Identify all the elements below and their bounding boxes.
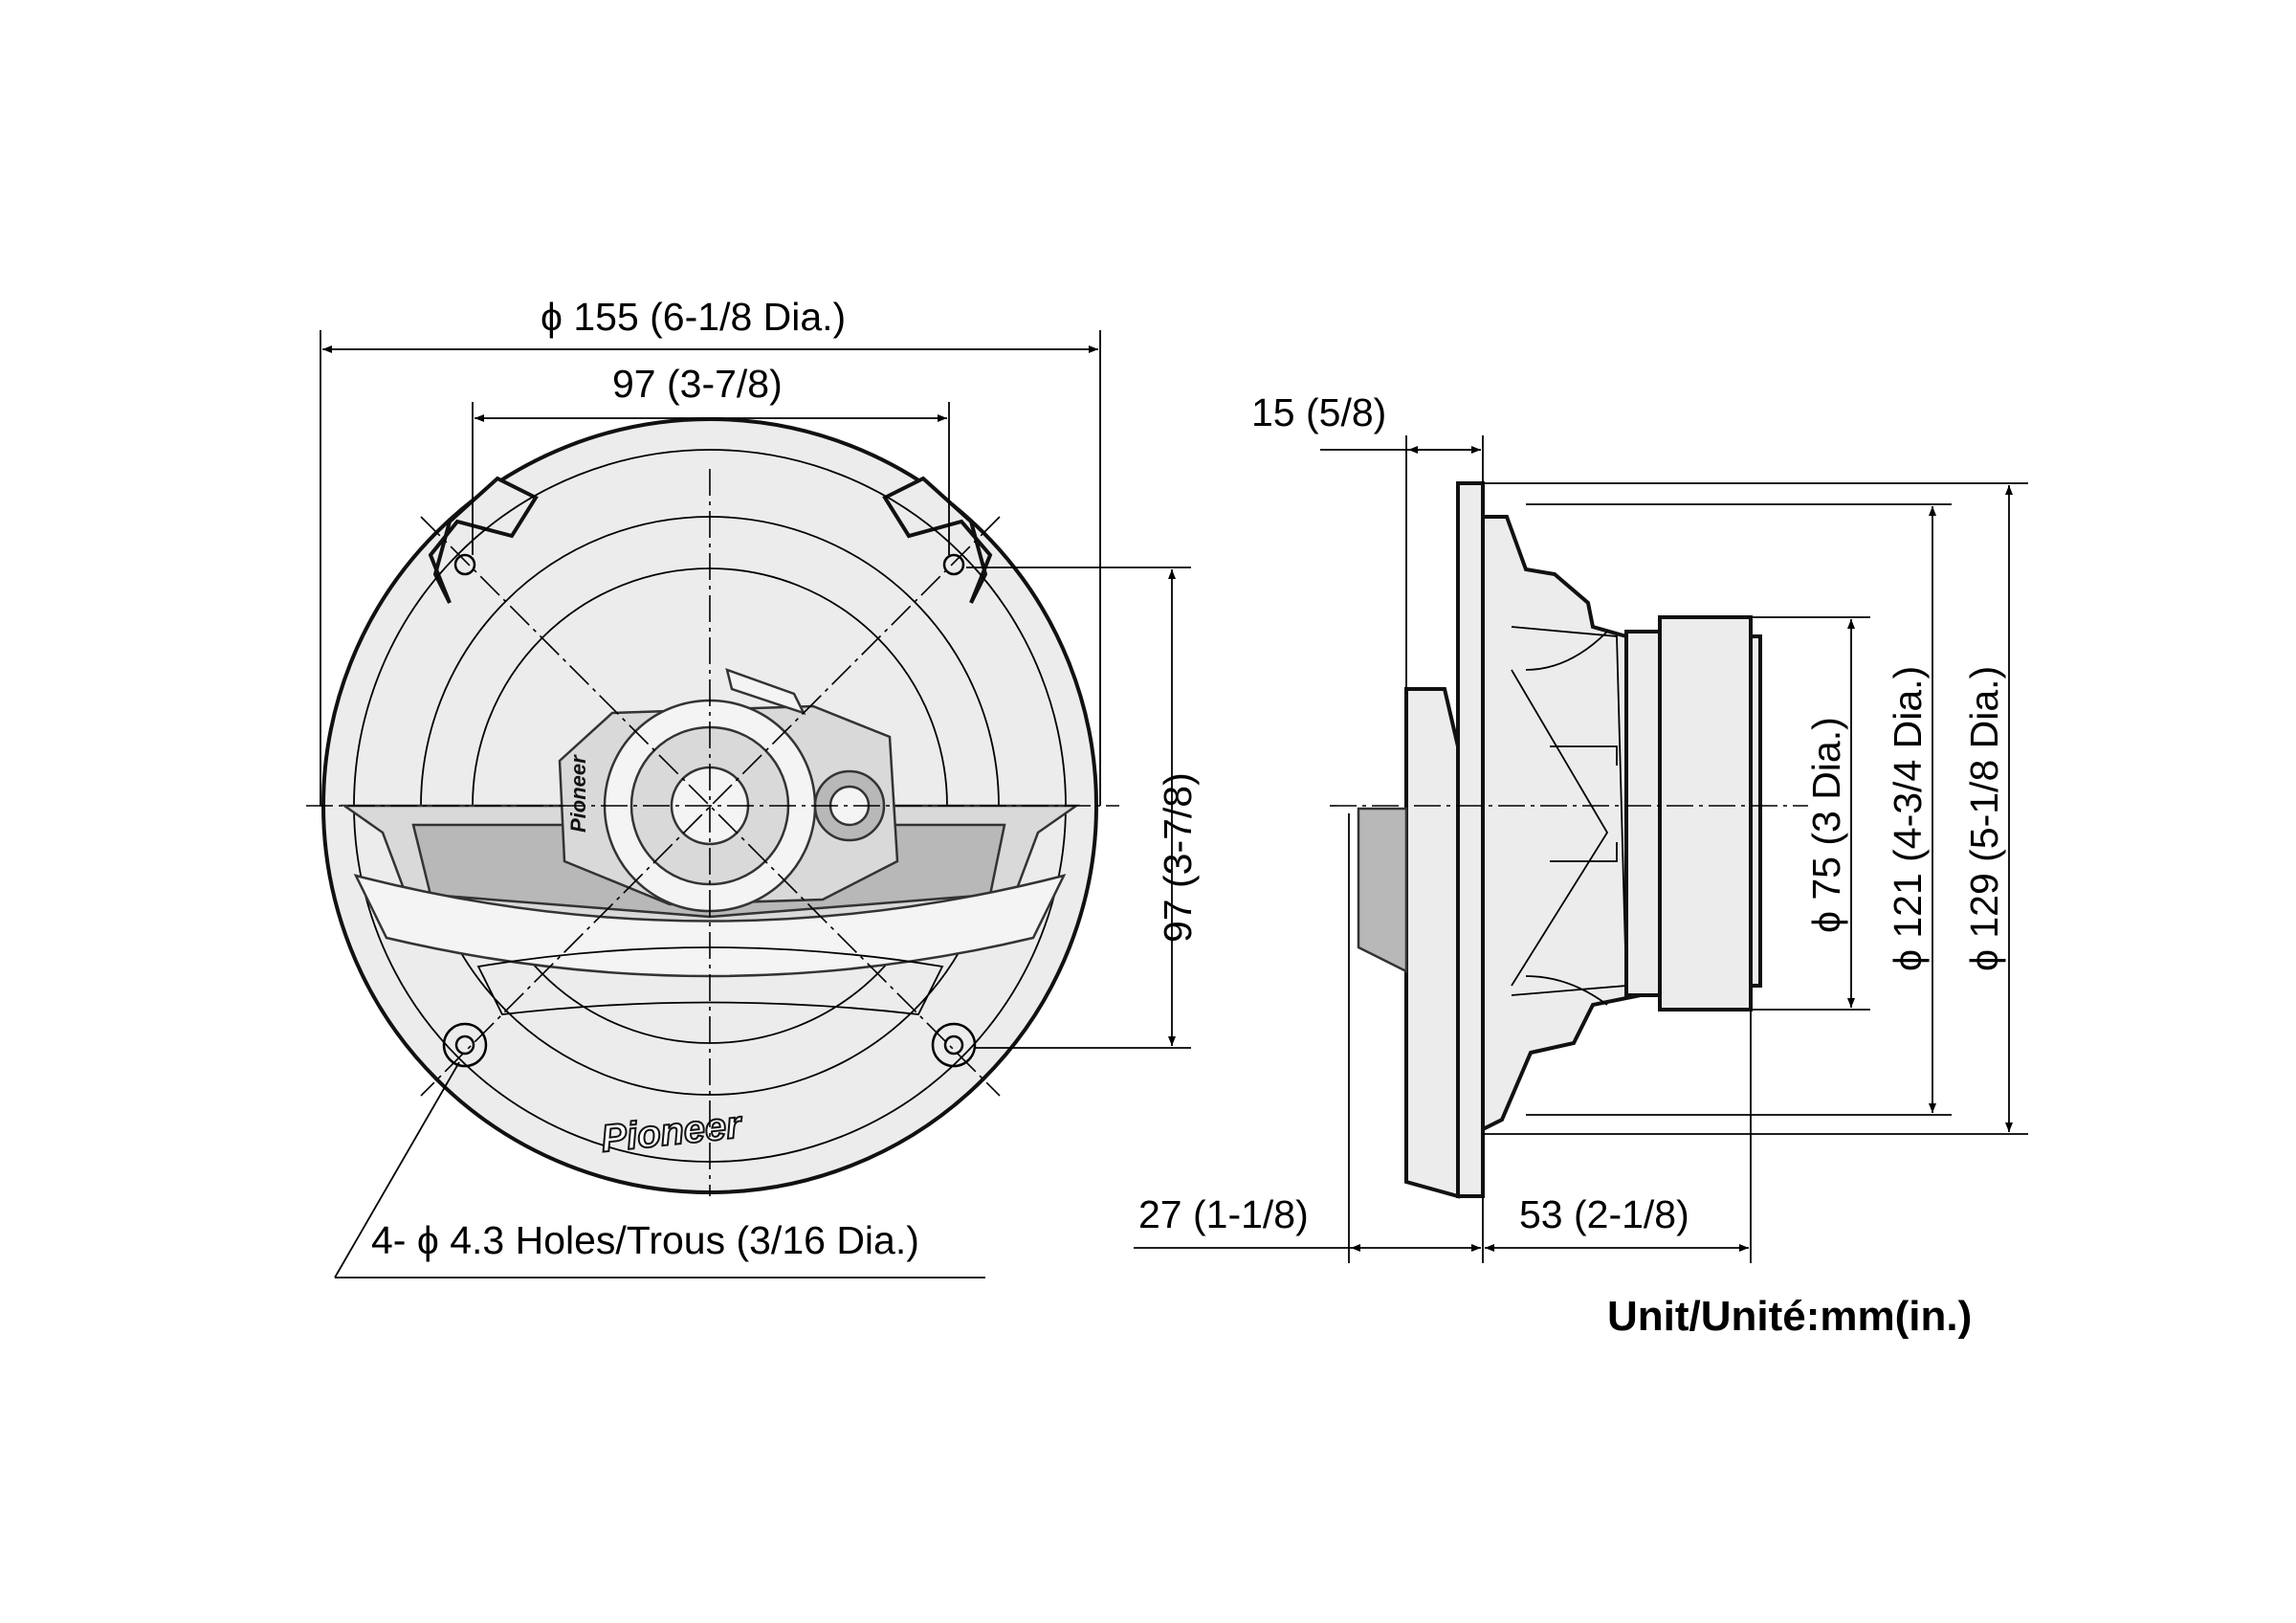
tweeter-logo-text: Pioneer xyxy=(566,754,590,833)
unit-note: Unit/Unité:mm(in.) xyxy=(1607,1293,1972,1340)
side-basket xyxy=(1481,515,1644,1133)
dim-label-holes: 4- ϕ 4.3 Holes/Trous (3/16 Dia.) xyxy=(371,1218,919,1262)
dim-label-front-depth: 27 (1-1/8) xyxy=(1138,1192,1309,1236)
dim-label-frame: ϕ 129 (5-1/8 Dia.) xyxy=(1962,666,2006,971)
dim-label-outer-diameter: ϕ 155 (6-1/8 Dia.) xyxy=(541,295,846,339)
side-magnet xyxy=(1658,615,1753,1012)
side-terminal-top xyxy=(1550,745,1618,766)
mount-hole-right xyxy=(931,1022,977,1068)
front-centerline-diag-1 xyxy=(420,516,1001,1097)
side-view: 15 (5/8) 27 (1-1/8) 53 (2-1/8) ϕ 75 (3 D… xyxy=(1134,390,2028,1263)
grille-arch-2 xyxy=(476,946,944,1015)
side-grille-lower xyxy=(1357,807,1408,974)
front-view: Pioneer Pioneer ϕ 155 (6-1/8 Dia.) 97 (3… xyxy=(306,295,1200,1278)
mount-ear-left xyxy=(428,476,539,604)
mount-ear-right xyxy=(882,476,993,604)
side-grille xyxy=(1404,687,1460,1199)
dim-label-mount-height: 97 (3-7/8) xyxy=(1156,772,1200,943)
dim-label-cutout: ϕ 121 (4-3/4 Dia.) xyxy=(1886,666,1930,971)
side-frame-flange xyxy=(1456,481,1485,1198)
mount-hole-left xyxy=(442,1022,488,1068)
side-basket-inner xyxy=(1511,626,1627,996)
dim-label-magnet: ϕ 75 (3 Dia.) xyxy=(1804,717,1848,933)
leader-holes xyxy=(334,1061,460,1278)
dim-label-flange: 15 (5/8) xyxy=(1251,390,1386,434)
side-terminal-bot xyxy=(1550,842,1618,862)
side-magnet-cap xyxy=(1749,634,1762,988)
dim-label-mount-width: 97 (3-7/8) xyxy=(612,362,783,406)
mount-hole-top-left xyxy=(453,553,476,576)
mount-hole-top-right xyxy=(942,553,965,576)
dim-label-mount-depth: 53 (2-1/8) xyxy=(1519,1192,1689,1236)
front-centerline-diag-2 xyxy=(420,516,1001,1097)
side-motor-plate xyxy=(1624,630,1662,997)
